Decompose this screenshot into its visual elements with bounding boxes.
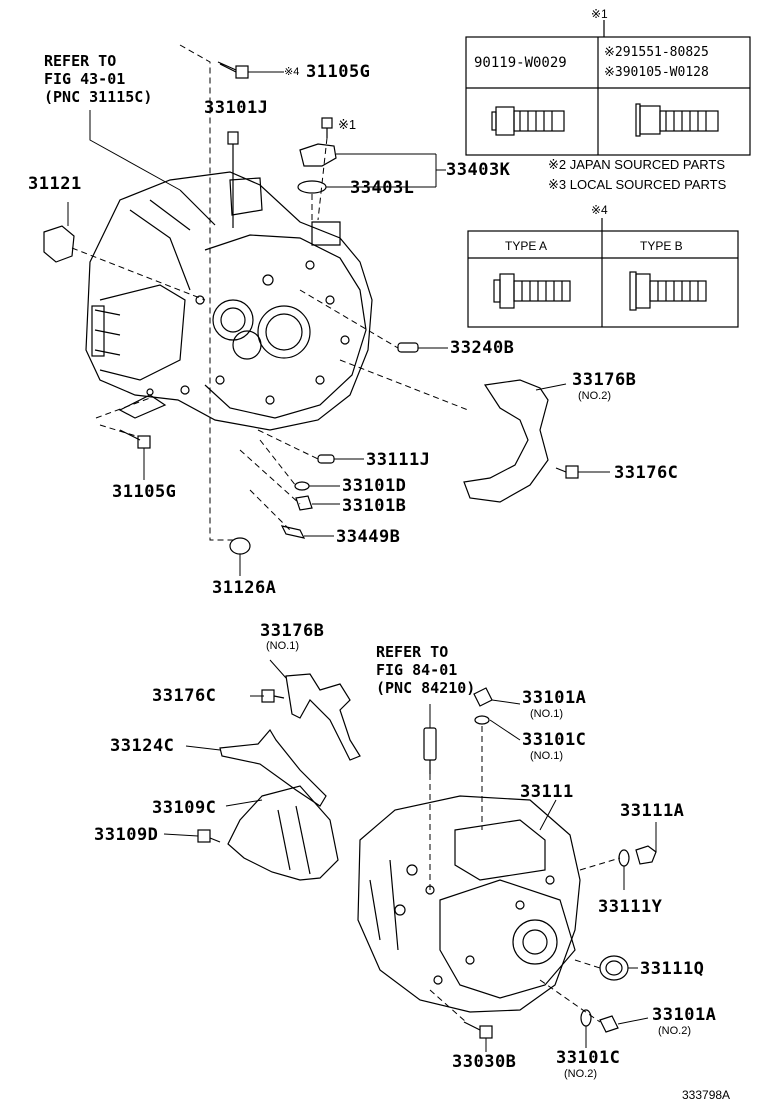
- table1-col1-partno: 90119-W0029: [474, 55, 567, 71]
- table1-header-mark: ※1: [591, 7, 608, 21]
- label-31105g-top: 31105G: [306, 62, 371, 82]
- label-33101j: 33101J: [204, 98, 269, 118]
- transmission-case-illustration: [357, 795, 581, 1013]
- bolt-spec-table-2: [467, 218, 739, 328]
- cover-33176b-no2-shape: [463, 379, 549, 503]
- bolt-31105g-top: [217, 61, 249, 79]
- table2-type-b: TYPE B: [640, 239, 683, 253]
- seal-33111q-shape: [599, 955, 629, 981]
- label-33109c: 33109C: [152, 798, 217, 818]
- label-33030b: 33030B: [452, 1052, 517, 1072]
- bolt-mark1: [321, 117, 333, 138]
- label-33101b: 33101B: [342, 496, 407, 516]
- refer-line2: FIG 43-01: [44, 70, 126, 88]
- label-33176b-no1: 33176B: [260, 621, 325, 641]
- mark-4: ※4: [284, 66, 300, 78]
- label-33101d: 33101D: [342, 476, 407, 496]
- pin-33111j-shape: [317, 454, 335, 464]
- label-33101c-no1-sub: (NO.1): [530, 750, 563, 762]
- label-33124c: 33124C: [110, 736, 175, 756]
- bolt-spec-table-1: [465, 20, 751, 156]
- label-33111y: 33111Y: [598, 897, 663, 917]
- refer-line1: REFER TO: [376, 643, 449, 661]
- label-33111: 33111: [520, 782, 574, 802]
- label-33101a-no1-sub: (NO.1): [530, 708, 563, 720]
- label-33176b-no2-sub: (NO.2): [578, 390, 611, 402]
- label-31126a: 31126A: [212, 578, 277, 598]
- type-b-bolt-icon: [629, 271, 707, 311]
- refer-line2: FIG 84-01: [376, 661, 458, 679]
- type-a-bolt-icon: [493, 273, 571, 309]
- label-33101c-no1: 33101C: [522, 730, 587, 750]
- bracket-33403k-shape: [299, 143, 337, 167]
- bolt-icon: [491, 106, 565, 136]
- label-33111q: 33111Q: [640, 959, 705, 979]
- note-japan-sourced: ※2 JAPAN SOURCED PARTS: [548, 157, 726, 172]
- label-33101c-no2-sub: (NO.2): [564, 1068, 597, 1080]
- label-33111a: 33111A: [620, 801, 685, 821]
- label-31121: 31121: [28, 174, 82, 194]
- flange-bolt-icon: [635, 103, 719, 137]
- plate-33124c-shape: [219, 728, 327, 807]
- mark-1: ※1: [338, 117, 357, 132]
- label-33240b: 33240B: [450, 338, 515, 358]
- label-33176c-mid: 33176C: [152, 686, 217, 706]
- label-33111j: 33111J: [366, 450, 431, 470]
- table2-header-mark: ※4: [591, 203, 608, 217]
- table1-col2a-partno: ※291551-80825: [604, 45, 709, 60]
- diagram-code: 333798A: [682, 1088, 731, 1102]
- speed-sensor-shape: [423, 727, 437, 761]
- label-33176c-top: 33176C: [614, 463, 679, 483]
- label-33403l: 33403L: [350, 178, 415, 198]
- refer-line3: (PNC 84210): [376, 679, 476, 697]
- refer-line3: (PNC 31115C): [44, 88, 153, 106]
- cover-33109c-shape: [227, 785, 339, 881]
- label-33449b: 33449B: [336, 527, 401, 547]
- label-33101c-no2: 33101C: [556, 1048, 621, 1068]
- label-31105g-bottom: 31105G: [112, 482, 177, 502]
- table2-type-a: TYPE A: [505, 239, 548, 253]
- plug-31121-shape: [43, 225, 75, 263]
- table1-col2b-partno: ※390105-W0128: [604, 65, 709, 80]
- label-33176b-no2: 33176B: [572, 370, 637, 390]
- pin-33240b-shape: [397, 342, 419, 353]
- label-33176b-no1-sub: (NO.1): [266, 640, 299, 652]
- label-33403k: 33403K: [446, 160, 511, 180]
- bracket-33176b-no1-shape: [285, 673, 361, 761]
- label-33101a-no2-sub: (NO.2): [658, 1025, 691, 1037]
- clutch-housing-illustration: [85, 171, 373, 431]
- label-33109d: 33109D: [94, 825, 159, 845]
- refer-line1: REFER TO: [44, 52, 117, 70]
- label-33101a-no2: 33101A: [652, 1005, 717, 1025]
- label-33101a-no1: 33101A: [522, 688, 587, 708]
- note-local-sourced: ※3 LOCAL SOURCED PARTS: [548, 177, 727, 192]
